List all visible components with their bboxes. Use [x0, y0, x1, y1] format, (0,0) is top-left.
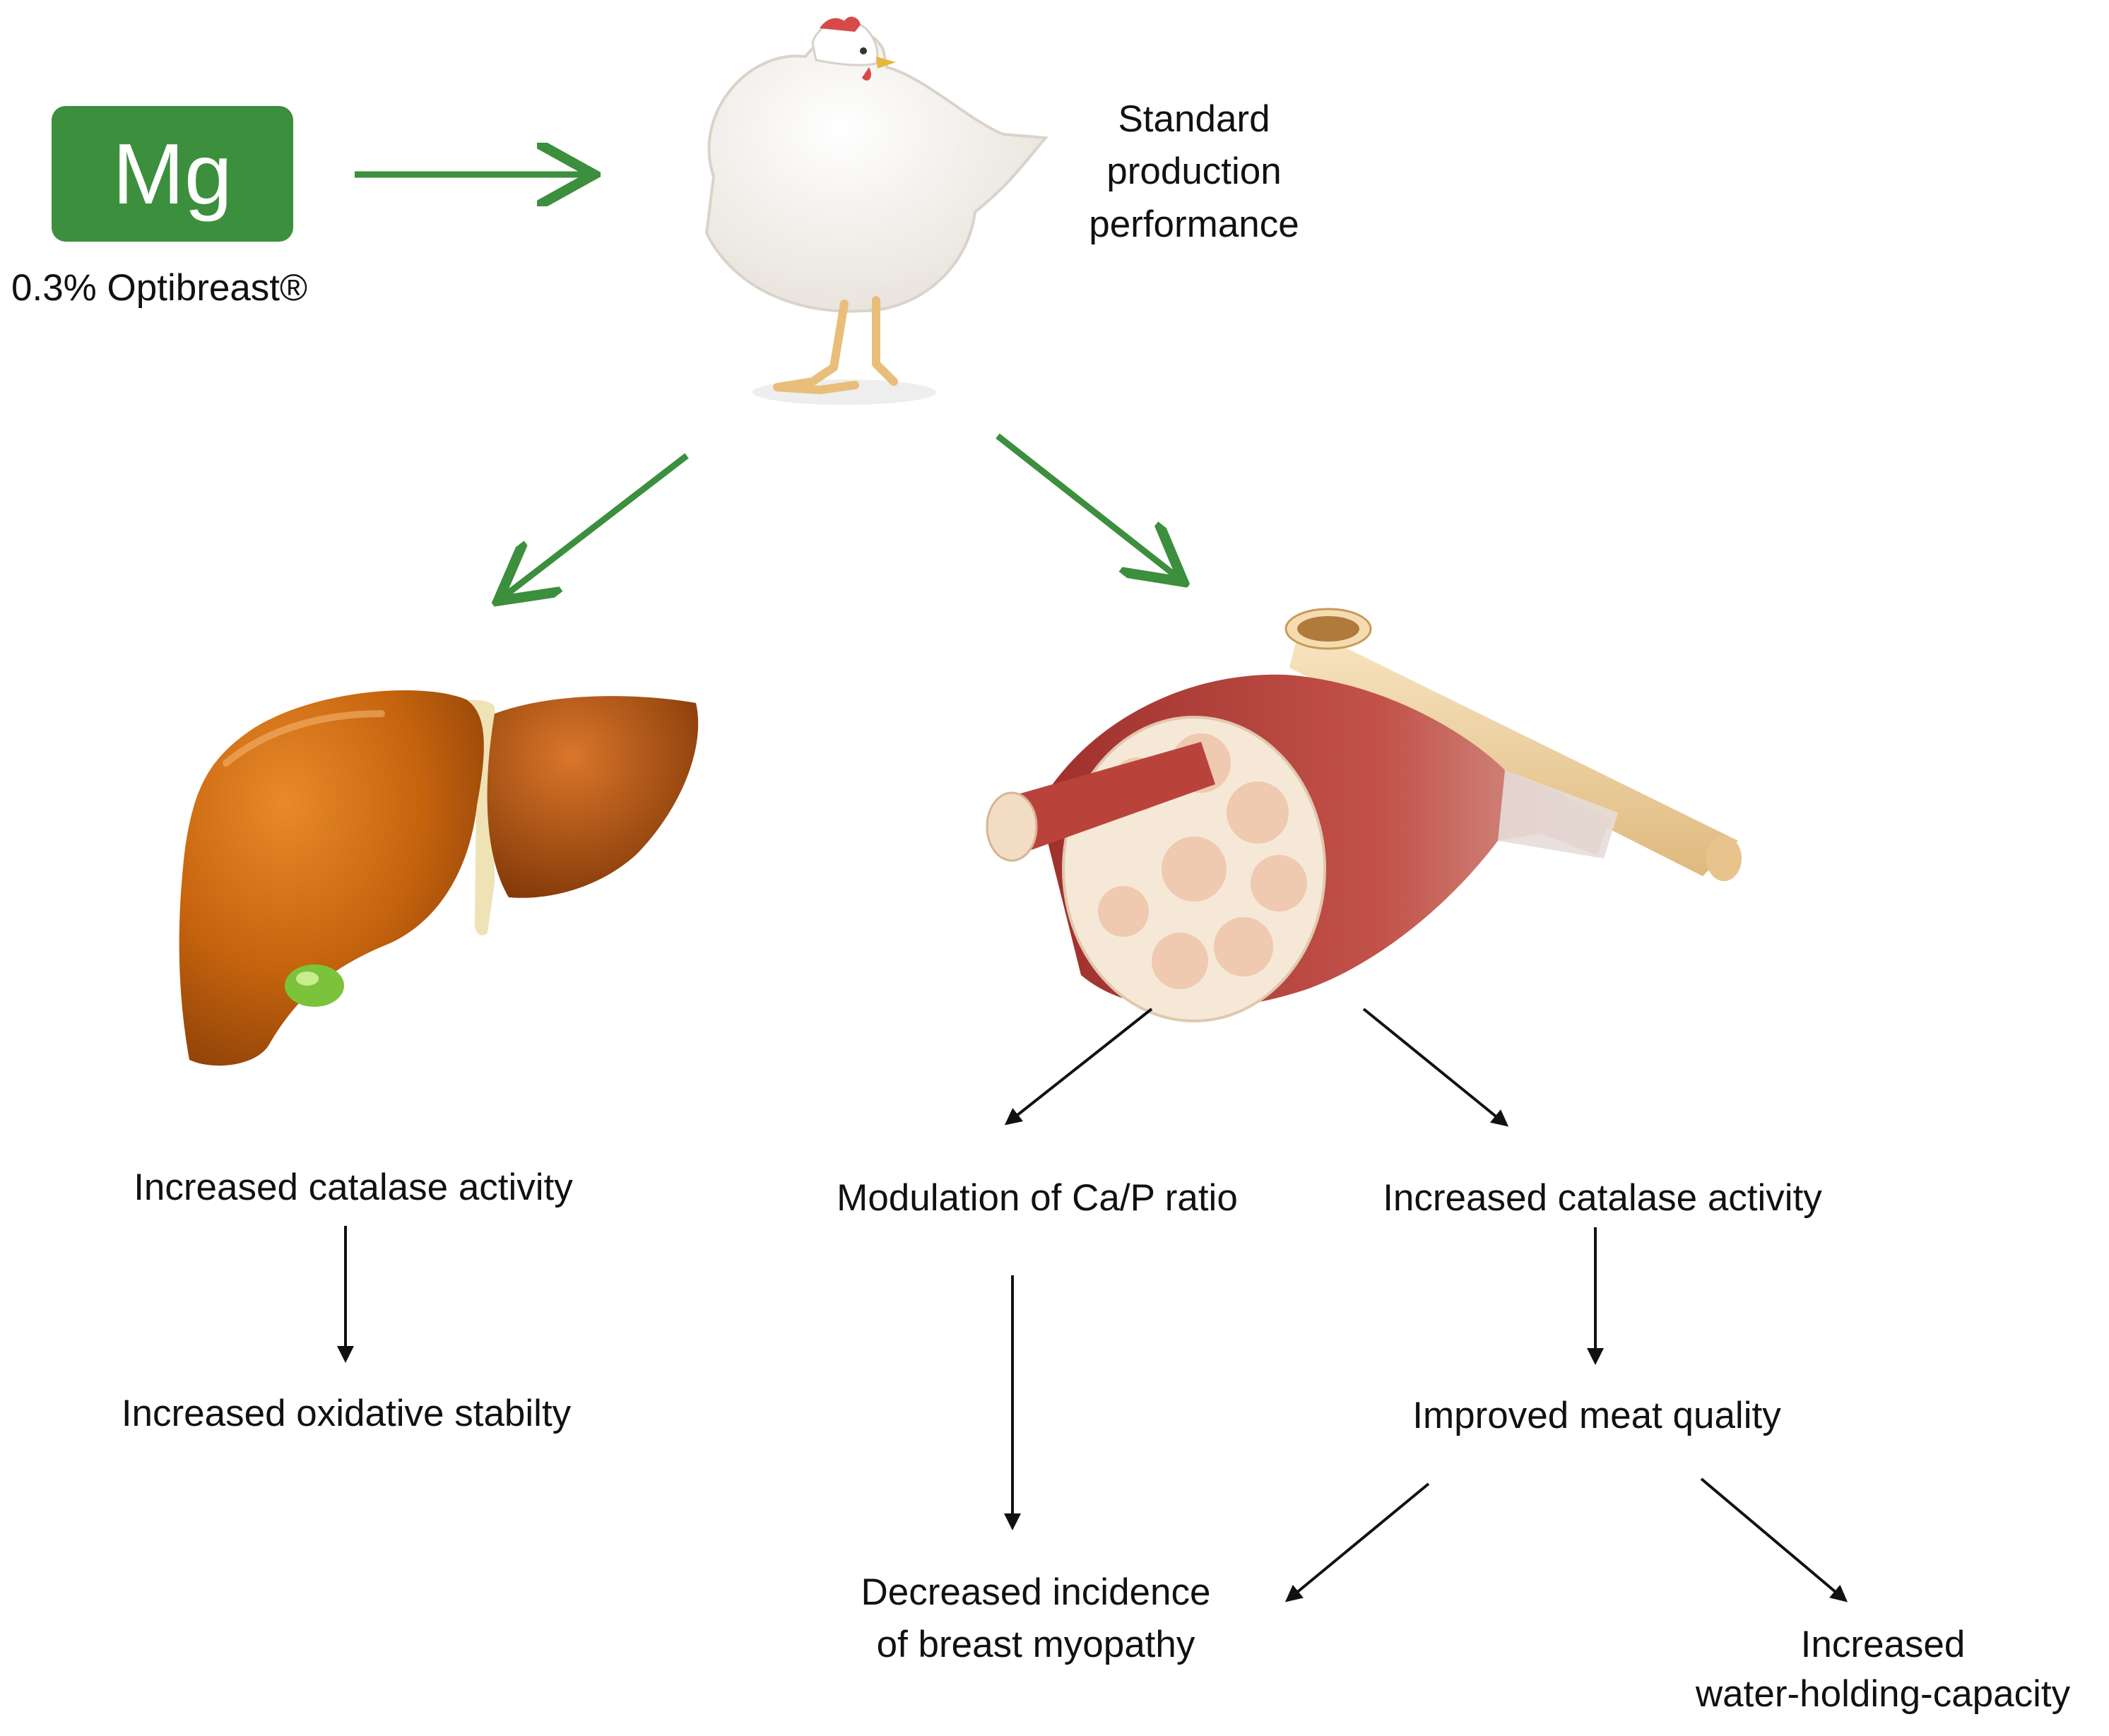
chicken-outcome-line-2: production	[1106, 150, 1282, 192]
myopathy-line-1: Decreased incidence	[861, 1571, 1211, 1613]
water-line-1: Increased	[1800, 1624, 1966, 1665]
chicken-outcome-line-1: Standard	[1118, 98, 1270, 140]
muscle-left-effect-label: Modulation of Ca/P ratio	[837, 1177, 1238, 1219]
liver-result-label: Increased oxidative stabilty	[121, 1393, 572, 1434]
mg-symbol: Mg	[112, 126, 232, 222]
chicken-outcome-line-3: performance	[1089, 203, 1299, 245]
liver-illustration	[179, 690, 699, 1066]
myopathy-line-2: of breast myopathy	[876, 1624, 1195, 1665]
arrow-meat-quality-to-myopathy	[1284, 1482, 1430, 1602]
arrow-chicken-to-muscle	[996, 433, 1178, 578]
chicken-illustration	[704, 16, 1049, 405]
dose-label: 0.3% Optibreast®	[11, 267, 308, 309]
muscle-right-effect-label: Increased catalase activity	[1383, 1177, 1822, 1219]
liver-effect-label: Increased catalase activity	[134, 1167, 573, 1208]
water-line-2: water-holding-capacity	[1695, 1673, 2071, 1715]
arrow-muscle-to-capratio	[1004, 1008, 1153, 1126]
arrow-meat-quality-to-water	[1700, 1477, 1848, 1602]
muscle-bone-illustration	[986, 608, 1742, 1022]
arrow-muscle-to-catalase	[1362, 1008, 1509, 1127]
meat-quality-label: Improved meat quality	[1412, 1395, 1781, 1436]
arrow-chicken-to-liver	[503, 453, 689, 597]
mg-supplement-box: Mg	[52, 106, 293, 242]
